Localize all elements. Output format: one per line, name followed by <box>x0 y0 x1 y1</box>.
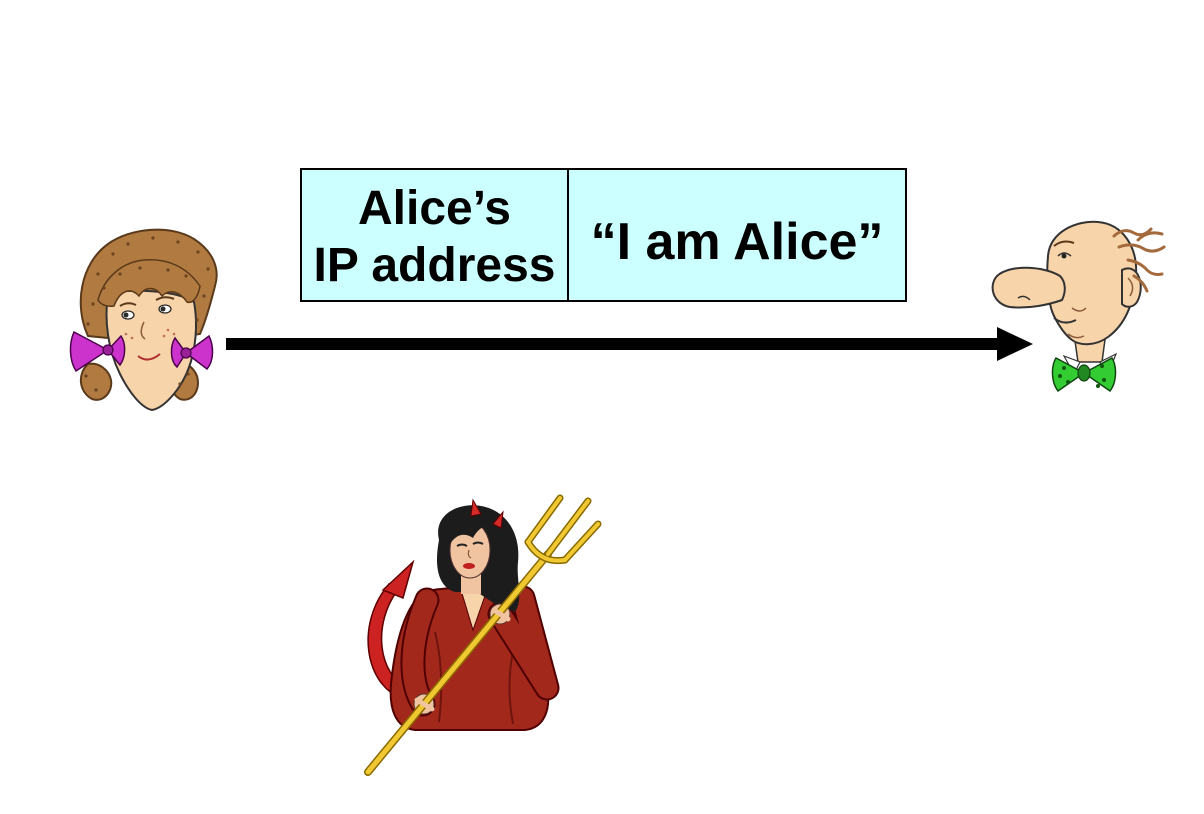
girl-right-eyebrow <box>155 296 175 301</box>
bow-tie-left-wing <box>1051 357 1086 393</box>
devil-left-arm <box>400 587 440 717</box>
payload-text: “I am Alice” <box>590 213 884 271</box>
bow-tie-knot <box>1077 364 1091 382</box>
girl-left-pigtail <box>80 362 113 401</box>
man-mouth <box>1053 317 1077 324</box>
man-cheek <box>1071 307 1087 312</box>
devil-right-eye <box>472 541 484 545</box>
man-ear <box>1121 267 1142 308</box>
devil-bangs <box>447 514 501 546</box>
devil-nose <box>467 549 472 559</box>
man-eyebrow <box>1053 240 1075 247</box>
devil-left-horn <box>470 498 482 517</box>
girl-hair-texture <box>84 236 210 392</box>
girl-mouth <box>137 353 161 361</box>
left-bow-knot <box>102 344 114 356</box>
bow-tie-icon <box>1051 357 1117 393</box>
packet-box: Alice’s IP address “I am Alice” <box>300 168 907 302</box>
girl-face-icon <box>69 228 218 412</box>
devil-right-arm <box>487 585 560 701</box>
devil-tail-tip <box>381 559 415 600</box>
girl-right-bow <box>170 334 214 371</box>
devil-right-horn <box>492 510 504 529</box>
dress-fold-left <box>434 631 443 723</box>
man-nose <box>991 266 1066 309</box>
devil-left-eye <box>456 543 468 547</box>
trident-pole <box>365 551 551 775</box>
girl-left-bow <box>69 330 126 373</box>
trident-icon <box>364 494 602 776</box>
man-face-icon <box>991 220 1166 393</box>
devil-side-hair <box>487 532 507 590</box>
bow-tie-right-wing <box>1082 357 1117 393</box>
man-eye <box>1061 253 1067 259</box>
right-bow-wing-outer <box>184 334 214 371</box>
right-arrow-shaft <box>226 338 1000 350</box>
left-bow-wing-outer <box>69 330 110 373</box>
man-eyelid <box>1057 252 1072 257</box>
devil-left-fingers <box>414 697 435 712</box>
devil-right-fingers <box>491 607 511 622</box>
trident-head <box>526 496 600 563</box>
girl-nose <box>140 321 146 340</box>
devil-with-trident-icon <box>364 494 602 776</box>
girl-left-eyebrow <box>119 302 137 307</box>
man-nostril <box>1017 295 1031 301</box>
devil-tail <box>367 559 415 699</box>
girl-bangs <box>97 258 201 307</box>
source-address-line1: Alice’s <box>358 182 511 235</box>
right-bow-wing-inner <box>170 336 187 369</box>
packet-source-address-field: Alice’s IP address <box>302 170 569 300</box>
source-address-line2: IP address <box>313 239 556 292</box>
devil-lips <box>463 563 475 569</box>
man-chin <box>1067 333 1085 339</box>
packet-payload-field: “I am Alice” <box>569 170 905 300</box>
right-bow-knot <box>180 347 192 359</box>
man-ear-inner <box>1127 277 1134 297</box>
girl-left-pupil <box>123 312 129 318</box>
right-arrow-icon <box>997 327 1033 361</box>
left-bow-wing-inner <box>107 334 126 367</box>
man-head <box>1046 220 1138 346</box>
bow-tie-dots <box>1058 364 1106 388</box>
man-hair-tufts <box>1112 227 1166 293</box>
girl-right-pupil <box>160 306 166 312</box>
